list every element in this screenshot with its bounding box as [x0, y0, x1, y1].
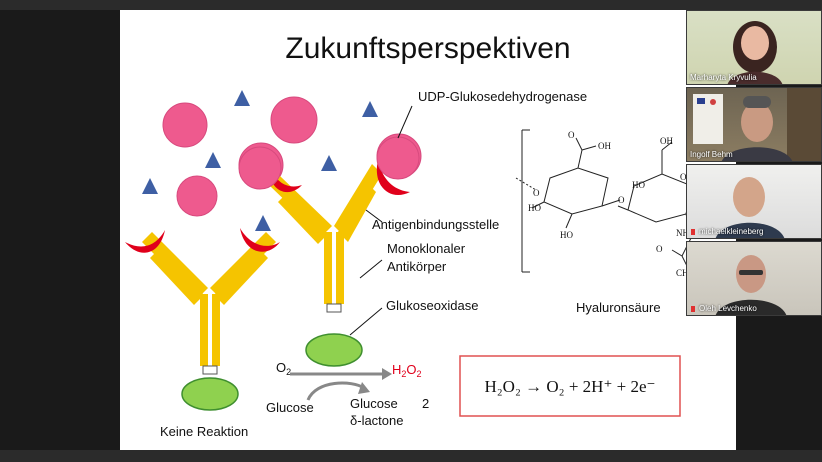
video-avatar	[715, 177, 785, 238]
label-glucose-lactone-1: Glucose	[350, 396, 398, 411]
triangle-icon	[321, 155, 337, 171]
chem-oh1: OH	[598, 141, 611, 151]
chem-o2: O	[533, 188, 540, 198]
binding-site-icon	[240, 228, 280, 252]
label-glukoseoxidase: Glukoseoxidase	[386, 298, 479, 313]
linker	[202, 365, 218, 375]
binding-site-icon	[269, 168, 302, 193]
triangle-icon	[234, 90, 250, 106]
label-antigen: Antigenbindungsstelle	[372, 217, 499, 232]
shared-slide: Zukunftsperspektiven	[120, 10, 736, 450]
h2o2-sub1: 2	[401, 369, 406, 379]
video-avatar	[693, 88, 821, 161]
label-two: 2	[422, 396, 429, 411]
enzyme-left	[181, 377, 239, 411]
label-keine-reaktion: Keine Reaktion	[160, 424, 248, 439]
participant-name: michaelkleineberg	[699, 227, 764, 236]
circle-icon	[376, 136, 420, 180]
antibody-right	[270, 164, 382, 304]
participant-tile[interactable]: Marharyta Kryvulia	[686, 10, 822, 85]
label-glucose: Glucose	[266, 400, 314, 415]
arrowhead-icon	[358, 382, 370, 394]
circle-icon	[238, 146, 282, 190]
label-monoklonal-2: Antikörper	[387, 259, 447, 274]
chem-oh2: OH	[660, 136, 673, 146]
svg-text:O2: O2	[276, 360, 291, 377]
arrow-glucose	[306, 381, 365, 401]
participant-name: Marharyta Kryvulia	[690, 73, 757, 82]
triangle-icon	[205, 152, 221, 168]
circle-icon	[162, 102, 208, 148]
h2o2-sub2: 2	[417, 369, 422, 379]
top-bar	[0, 0, 822, 10]
equation-box	[459, 355, 681, 417]
enzyme-right	[305, 333, 363, 367]
label-monoklonal-1: Monoklonaler	[387, 241, 466, 256]
triangle-icon	[255, 215, 271, 231]
slide-canvas: Zukunftsperspektiven	[125, 32, 693, 439]
h2o2-label: H	[392, 362, 401, 377]
mic-muted-icon	[691, 306, 695, 312]
circle-icon	[176, 175, 218, 217]
h2o2-o: O	[406, 362, 416, 377]
participant-name: Oleh Levchenko	[699, 304, 757, 313]
triangle-icon	[142, 178, 158, 194]
chem-ho1: HO	[528, 203, 541, 213]
pointer-lines	[349, 105, 413, 336]
video-avatar	[716, 255, 786, 315]
reaction-scheme: O2 H2O2 Glucose Glucose δ-lactone 2	[266, 360, 429, 428]
participant-tile[interactable]: Ingolf Behm	[686, 87, 822, 162]
chem-ho3: HO	[632, 180, 645, 190]
participant-tile[interactable]: michaelkleineberg	[686, 164, 822, 239]
chem-o4: O	[656, 244, 663, 254]
linker	[326, 303, 342, 313]
bottom-bar	[0, 450, 822, 462]
chem-o3: O	[618, 195, 625, 205]
hyaluronic-structure	[515, 129, 693, 273]
chem-nh: NH	[676, 228, 689, 238]
binding-site-icon	[376, 160, 410, 196]
triangle-icon	[362, 101, 378, 117]
circle-icon	[270, 96, 318, 144]
hyaluronic-atoms: OH O O HO HO O HO OH NH O CH O	[528, 130, 689, 278]
mic-muted-icon	[691, 229, 695, 235]
participant-tile[interactable]: Oleh Levchenko	[686, 241, 822, 316]
o2-sub: 2	[286, 367, 291, 377]
chem-ho2: HO	[560, 230, 573, 240]
video-avatar	[727, 21, 783, 84]
label-glucose-lactone-2: δ-lactone	[350, 413, 404, 428]
o2-label: O	[276, 360, 286, 375]
binding-site-icon	[125, 230, 165, 253]
label-hyaluron: Hyaluronsäure	[576, 300, 661, 315]
svg-text:H2O2: H2O2	[392, 362, 422, 379]
equation-text: H₂O₂ → O₂ + 2H⁺ + 2e⁻	[484, 377, 655, 396]
antibody-left	[142, 232, 276, 366]
arrowhead-icon	[382, 368, 392, 380]
chem-o1: O	[568, 130, 575, 140]
chem-o5: O	[680, 172, 687, 182]
slide-title: Zukunftsperspektiven	[285, 32, 570, 65]
label-udp: UDP-Glukosedehydrogenase	[418, 89, 587, 104]
antigen-triangles	[142, 90, 378, 231]
chem-ch: CH	[676, 268, 689, 278]
participant-name: Ingolf Behm	[690, 150, 733, 159]
